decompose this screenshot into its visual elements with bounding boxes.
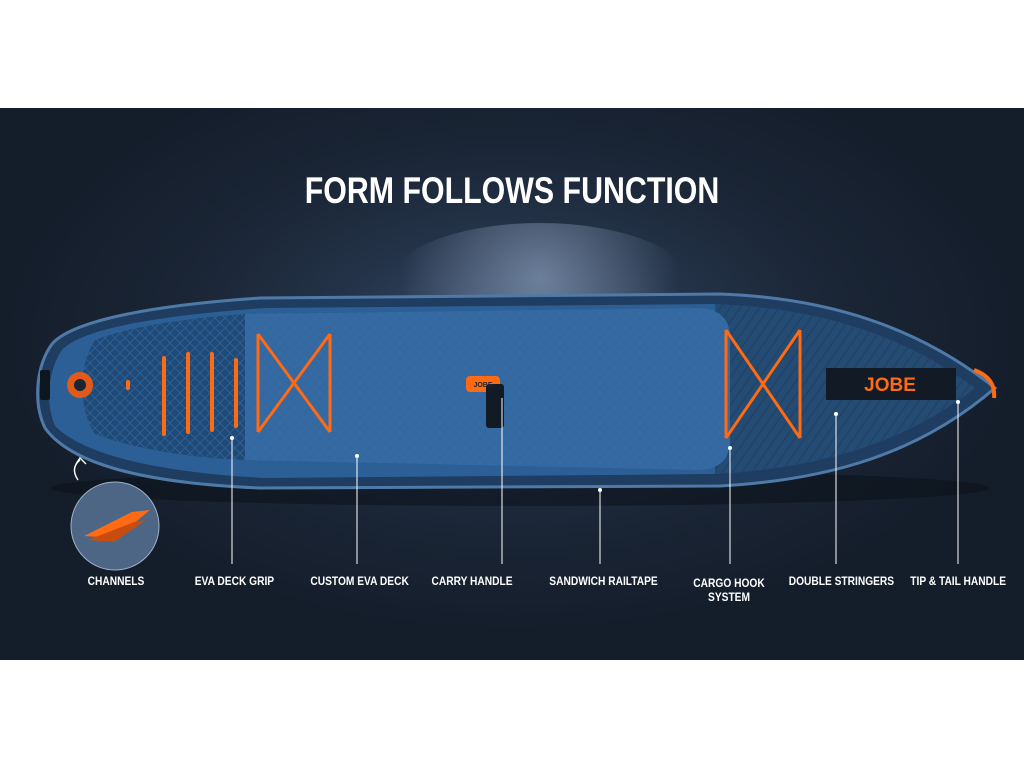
nose-bungee bbox=[724, 329, 802, 439]
brand-logo-plate bbox=[826, 368, 956, 400]
label-custom-eva-deck: CUSTOM EVA DECK bbox=[310, 574, 409, 588]
label-cargo-hook-system: CARGO HOOK SYSTEM bbox=[691, 576, 768, 604]
sup-board-illustration: JOBE JOBE bbox=[36, 223, 998, 571]
brand-logo: JOBE bbox=[864, 375, 916, 396]
label-carry-handle: CARRY HANDLE bbox=[431, 574, 513, 588]
feature-banner: FORM FOLLOWS FUNCTION bbox=[0, 108, 1024, 660]
label-eva-deck-grip: EVA DECK GRIP bbox=[194, 574, 275, 588]
label-cargo-hook-line1: CARGO HOOK bbox=[693, 576, 765, 590]
label-cargo-hook-line2: SYSTEM bbox=[708, 590, 750, 604]
callout-dots bbox=[230, 400, 960, 492]
tip-handle bbox=[973, 368, 997, 399]
callout-lines bbox=[231, 398, 959, 564]
label-tip-tail-handle: TIP & TAIL HANDLE bbox=[910, 574, 1007, 588]
tail-grip-bars bbox=[126, 352, 238, 436]
handle-logo: JOBE bbox=[473, 382, 492, 389]
label-channels: CHANNELS bbox=[87, 574, 145, 588]
tail-bungee bbox=[256, 333, 332, 433]
banner-title: FORM FOLLOWS FUNCTION bbox=[304, 170, 720, 211]
label-double-stringers: DOUBLE STRINGERS bbox=[788, 574, 895, 588]
tail-handle bbox=[40, 370, 50, 400]
label-sandwich-railtape: SANDWICH RAILTAPE bbox=[549, 574, 658, 588]
